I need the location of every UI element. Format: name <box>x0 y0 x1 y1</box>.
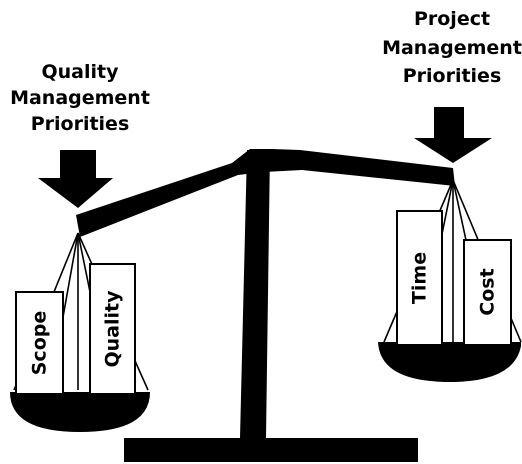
scale-beam <box>76 149 455 237</box>
cost-box-label: Cost <box>477 268 499 315</box>
scope-box-label: Scope <box>29 311 51 376</box>
quality-box: Quality <box>89 263 136 395</box>
caption-line: Quality <box>42 61 120 83</box>
time-box-label: Time <box>409 252 431 304</box>
caption-line: Priorities <box>31 113 130 135</box>
scale-post <box>240 150 270 438</box>
quality-management-caption: Quality Management Priorities <box>10 61 150 135</box>
scale-base <box>124 438 418 462</box>
project-management-caption: Project Management Priorities <box>382 8 522 87</box>
caption-line: Management <box>382 37 522 59</box>
left-pan <box>10 392 150 432</box>
down-arrow-icon <box>414 107 492 163</box>
quality-box-label: Quality <box>102 290 124 368</box>
scale-stand <box>124 150 418 462</box>
caption-line: Priorities <box>403 65 502 87</box>
cost-box: Cost <box>463 239 512 346</box>
down-arrow-icon <box>38 150 113 208</box>
right-pan <box>378 342 521 382</box>
caption-line: Project <box>414 8 490 30</box>
time-box: Time <box>396 210 443 346</box>
scope-box: Scope <box>15 291 64 395</box>
caption-line: Management <box>10 87 150 109</box>
